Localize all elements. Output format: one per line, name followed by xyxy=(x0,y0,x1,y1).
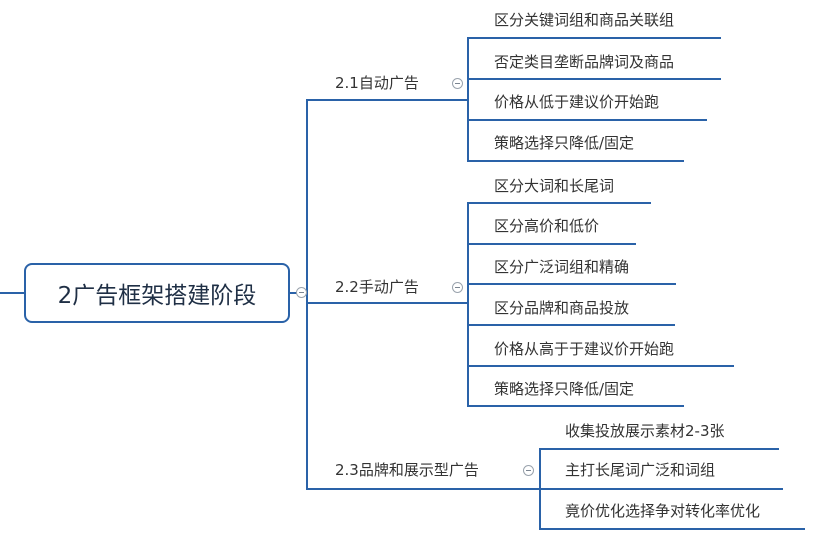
branch-2-2-label[interactable]: 2.2手动广告 xyxy=(335,278,419,296)
leaf-2-1-3[interactable]: 价格从低于建议价开始跑 xyxy=(494,93,660,111)
leaf-2-2-2[interactable]: 区分高价和低价 xyxy=(494,217,600,235)
root-topic-label: 2广告框架搭建阶段 xyxy=(57,283,257,309)
branch-2-2-collapse-icon[interactable] xyxy=(452,282,463,293)
leaf-2-2-6[interactable]: 策略选择只降低/固定 xyxy=(494,380,635,398)
branch-2-3-collapse-icon[interactable] xyxy=(523,465,534,476)
leaf-2-3-2[interactable]: 主打长尾词广泛和词组 xyxy=(565,461,716,479)
leaf-2-3-3[interactable]: 竟价优化选择争对转化率优化 xyxy=(565,502,761,520)
branch-2-1-collapse-icon[interactable] xyxy=(452,78,463,89)
leaf-2-2-5[interactable]: 价格从高于于建议价开始跑 xyxy=(494,340,675,358)
branch-2-3-label[interactable]: 2.3品牌和展示型广告 xyxy=(335,461,479,479)
leaf-2-2-1[interactable]: 区分大词和长尾词 xyxy=(494,177,615,195)
root-topic[interactable]: 2广告框架搭建阶段 xyxy=(24,263,290,323)
branch-2-1-label[interactable]: 2.1自动广告 xyxy=(335,74,419,92)
leaf-2-1-2[interactable]: 否定类目垄断品牌词及商品 xyxy=(494,53,675,71)
root-collapse-icon[interactable] xyxy=(296,287,307,298)
leaf-2-2-3[interactable]: 区分广泛词组和精确 xyxy=(494,258,630,276)
leaf-2-1-4[interactable]: 策略选择只降低/固定 xyxy=(494,134,635,152)
leaf-2-3-1[interactable]: 收集投放展示素材2-3张 xyxy=(565,422,725,440)
leaf-2-2-4[interactable]: 区分品牌和商品投放 xyxy=(494,299,630,317)
leaf-2-1-1[interactable]: 区分关键词组和商品关联组 xyxy=(494,11,675,29)
